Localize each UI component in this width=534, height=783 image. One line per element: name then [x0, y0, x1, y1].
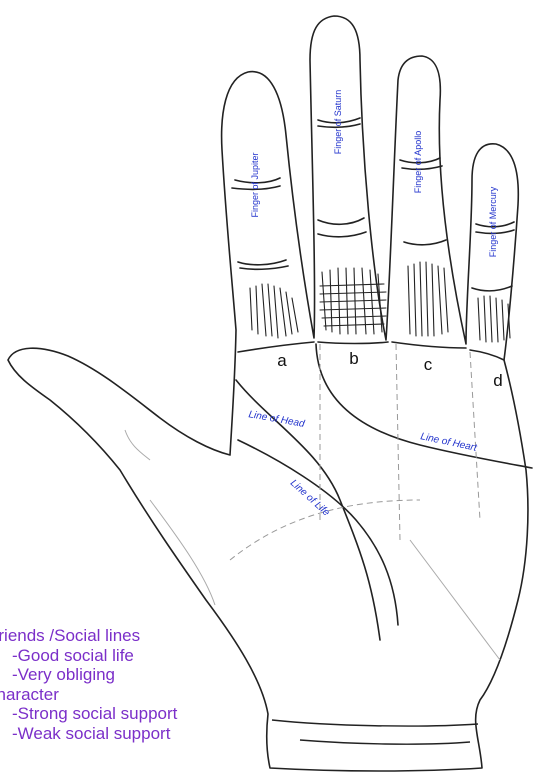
marker-d: d — [493, 371, 502, 390]
marker-a: a — [277, 351, 287, 370]
legend-item: -Weak social support — [0, 724, 300, 744]
legend-heading: Friends /Social lines — [0, 626, 300, 646]
label-line-of-head: Line of Head — [248, 409, 306, 430]
finger-label-saturn: Finger of Saturn — [333, 90, 343, 155]
finger-label-mercury: Finger of Mercury — [488, 186, 498, 257]
label-line-of-heart: Line of Heart — [419, 431, 478, 454]
legend-item: character — [0, 685, 300, 705]
marker-b: b — [349, 349, 358, 368]
finger-label-apollo: Finger of Apollo — [413, 131, 423, 194]
legend: Friends /Social lines -Good social life … — [0, 626, 300, 743]
head-line — [238, 440, 398, 625]
finger-label-jupiter: Finger of Jupiter — [250, 152, 260, 217]
label-line-of-life: Line of Life — [288, 478, 332, 519]
legend-item: -Good social life — [0, 646, 300, 666]
marker-c: c — [424, 355, 433, 374]
legend-item: -Very obliging — [0, 665, 300, 685]
legend-item: -Strong social support — [0, 704, 300, 724]
